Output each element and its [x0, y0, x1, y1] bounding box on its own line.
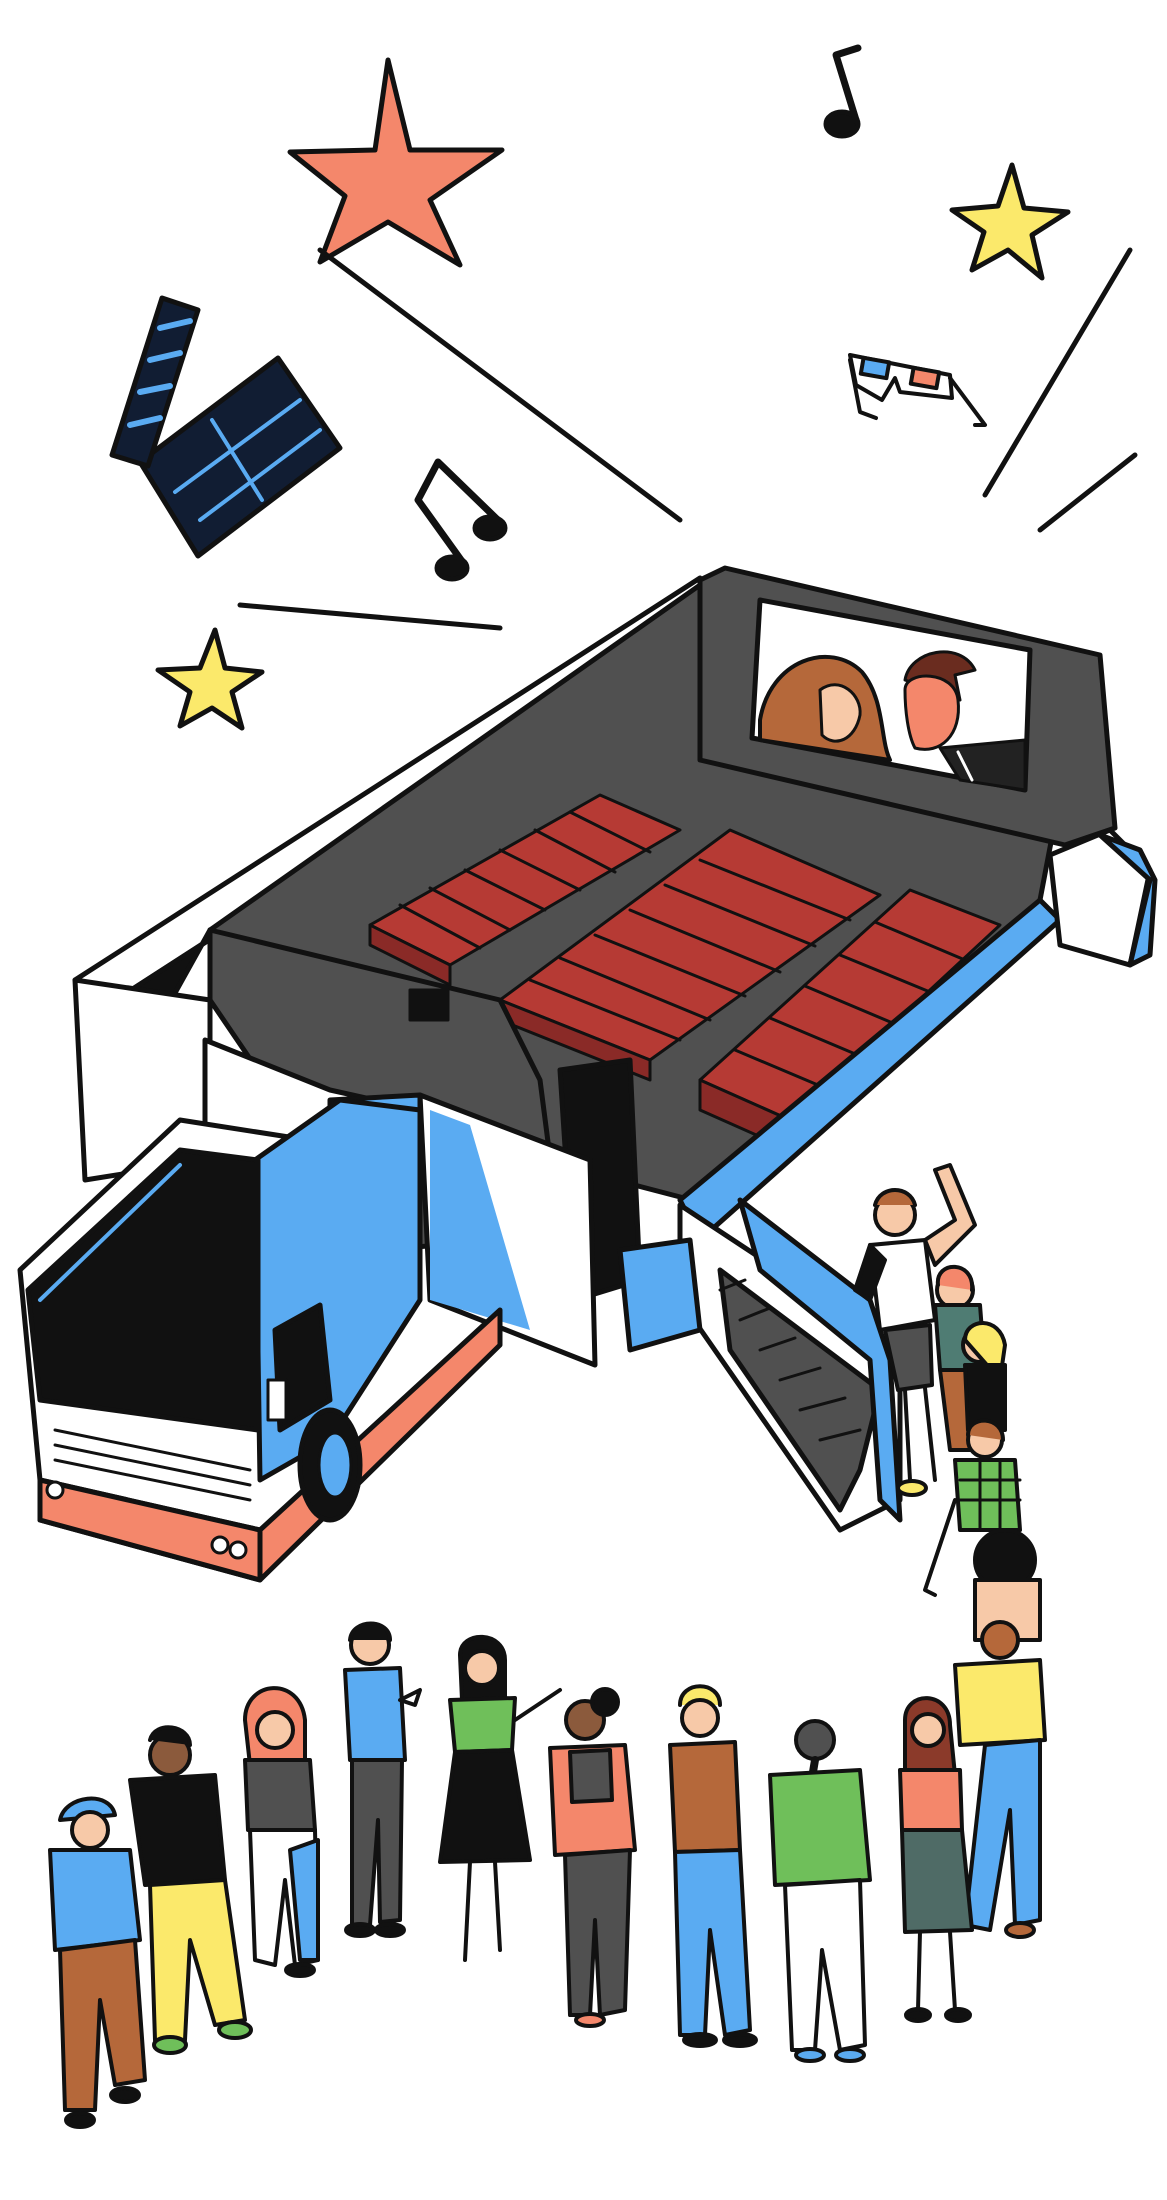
people-in-line: [853, 1163, 1047, 1939]
star-icon: [155, 627, 265, 731]
cinema-screen: [749, 597, 1033, 793]
side-door-shadow: [430, 1110, 530, 1330]
person: [243, 1686, 320, 1978]
entrance-stairs: [617, 1197, 903, 1533]
headlight: [228, 1540, 248, 1560]
person: [853, 1163, 977, 1497]
windshield: [25, 1147, 261, 1433]
clapperboard-icon: [109, 295, 343, 559]
truck-wheel: [297, 1407, 363, 1523]
person: [898, 1696, 974, 2023]
grille: [53, 1428, 252, 1502]
music-note-icon: [823, 44, 862, 139]
motion-line: [1037, 452, 1138, 533]
3d-glasses-icon: [848, 353, 987, 427]
person: [923, 1418, 1022, 1597]
truck-cab: [17, 1097, 503, 1583]
headlight: [210, 1535, 230, 1555]
motion-line: [317, 247, 683, 523]
person: [48, 1796, 147, 2129]
person: [128, 1725, 253, 2055]
theater-seats: [368, 793, 1002, 1152]
person: [438, 1634, 562, 1962]
crowd-group: [48, 1621, 974, 2129]
decorations: [109, 44, 1138, 731]
motion-line: [237, 602, 503, 631]
person: [768, 1719, 872, 2063]
person: [548, 1687, 637, 2028]
mobile-cinema-truck: [17, 565, 1158, 1583]
star-icon: [949, 162, 1071, 281]
headlight: [45, 1480, 65, 1500]
window: [408, 988, 450, 1022]
music-note-icon: [414, 458, 508, 582]
star-icon: [287, 57, 505, 268]
rear-door: [1097, 832, 1158, 968]
person: [343, 1621, 422, 1938]
person: [953, 1620, 1047, 1939]
person: [961, 1321, 1007, 1432]
motion-line: [982, 247, 1133, 498]
person: [668, 1684, 758, 2048]
